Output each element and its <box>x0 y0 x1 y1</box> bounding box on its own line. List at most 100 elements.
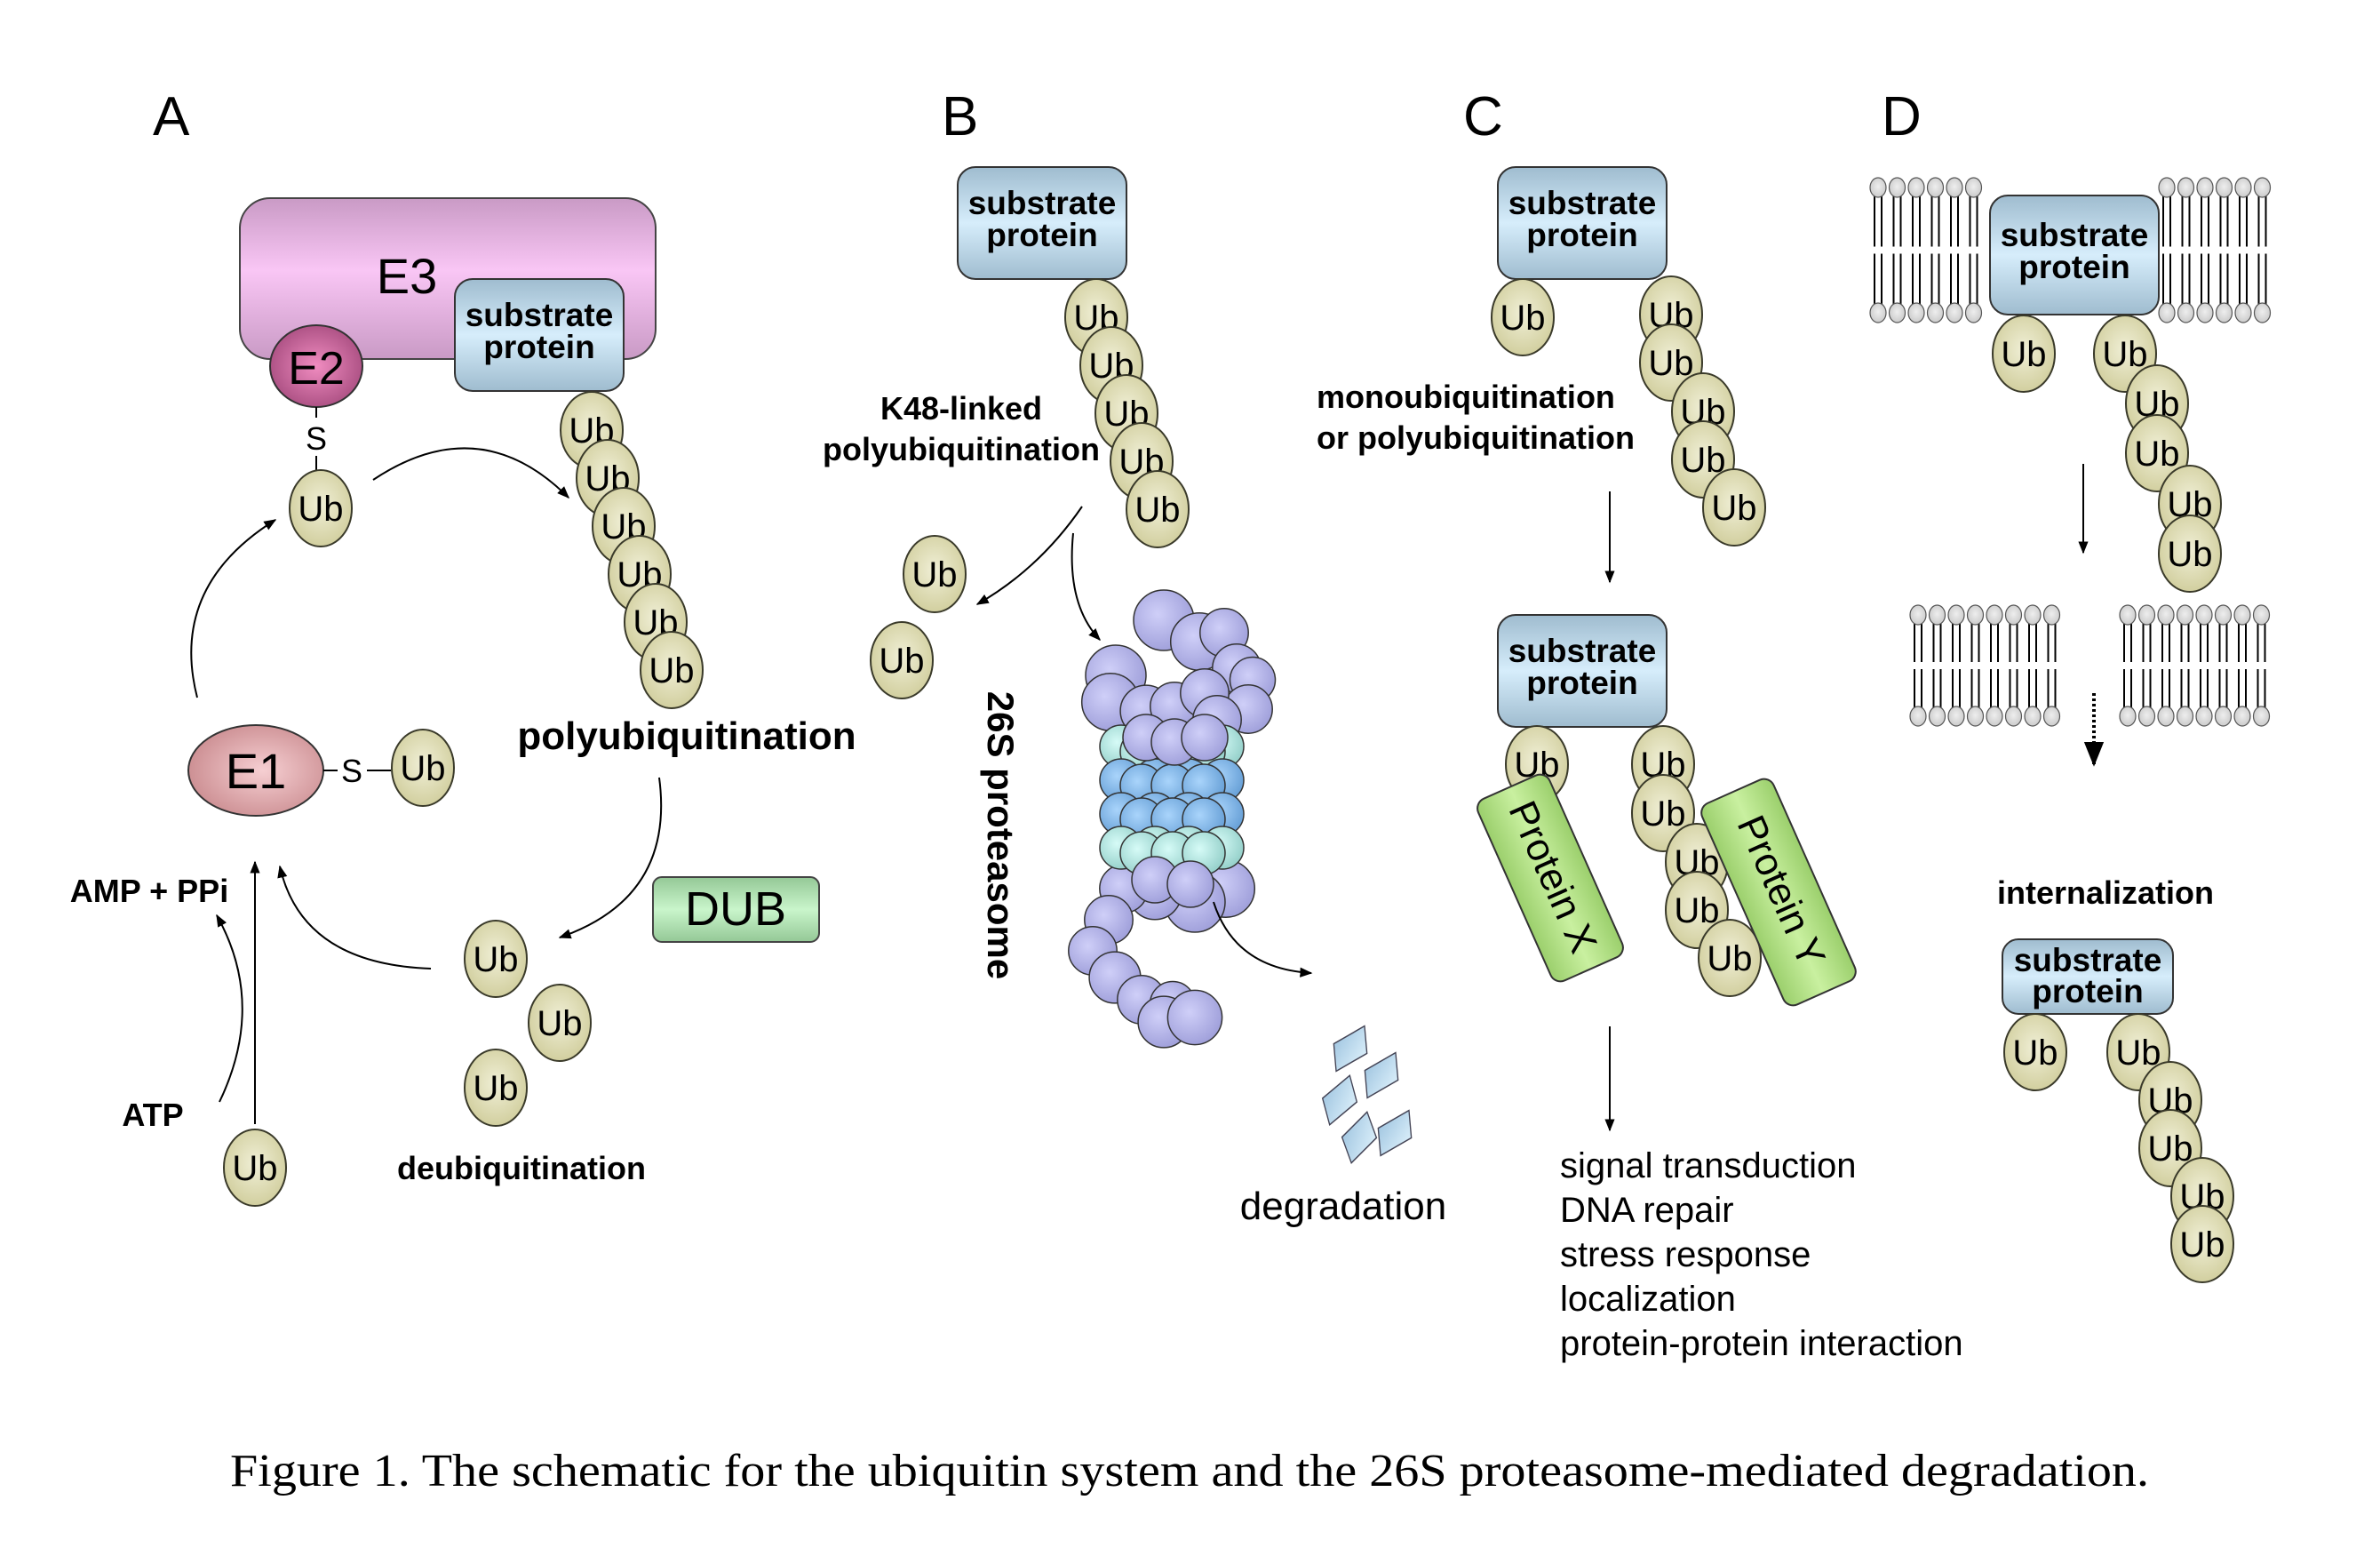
ubiquitin-icon <box>640 631 704 709</box>
ubiquitin-e2-bound: Ub <box>289 469 353 547</box>
lipid-head-icon <box>1888 302 1906 323</box>
ubiquitin-free: Ub <box>223 1129 287 1207</box>
proteasome-label: 26S proteasome <box>980 691 1022 979</box>
ub-label: Ub <box>2001 335 2046 374</box>
mono-poly-label-line2: or polyubiquitination <box>1317 419 1635 456</box>
transfer-arrow <box>372 447 569 499</box>
lipid-head-icon <box>1909 706 1927 727</box>
panel-d: substrate protein Ub Ub Ub Ub Ub Ub inte… <box>1869 177 2272 1283</box>
lipid-head-icon <box>2176 706 2194 727</box>
dub-label: DUB <box>685 882 786 936</box>
protein-x: Protein X <box>1477 773 1624 983</box>
function-item: localization <box>1560 1280 1736 1319</box>
ubiquitin-icon <box>1992 315 2056 393</box>
ub-label: Ub <box>2167 535 2212 574</box>
degradation-arrow <box>1213 901 1313 977</box>
e3-label: E3 <box>377 248 438 304</box>
ubiquitin-chain-c: Ub <box>1698 919 1762 997</box>
ubiquitin-chain-b: Ub <box>1126 470 1190 548</box>
panel-label-a: A <box>153 86 190 148</box>
ub-label: Ub <box>879 642 924 681</box>
ub-label: Ub <box>2179 1225 2225 1265</box>
ub-label: Ub <box>2012 1033 2058 1073</box>
ub-label: Ub <box>1680 441 1725 480</box>
membrane-split <box>1909 604 2271 727</box>
lipid-head-icon <box>2252 706 2271 727</box>
ubiquitin-chain-d: Ub <box>2158 515 2222 593</box>
ubiquitin-free: Ub <box>464 920 528 998</box>
substrate-label-line2: protein <box>483 329 594 365</box>
ubiquitin-chain-a: Ub <box>640 631 704 709</box>
substrate-protein-c-top: substrate protein <box>1497 166 1668 280</box>
lipid-head-icon <box>2004 706 2023 727</box>
lipid-head-icon <box>2195 706 2213 727</box>
substrate-label-line1: substrate <box>2014 942 2162 978</box>
lipid-head-icon <box>2214 604 2233 626</box>
lipid-head-icon <box>1947 706 1965 727</box>
panel-b: substrate protein Ub Ub Ub Ub Ub K48-lin… <box>823 166 1446 1228</box>
figure-caption: Figure 1. The schematic for the ubiquiti… <box>230 1446 2149 1496</box>
function-item: DNA repair <box>1560 1191 1734 1230</box>
polyubiquitination-label: polyubiquitination <box>517 714 856 758</box>
lipid-head-icon <box>2253 177 2272 198</box>
lipid-head-icon <box>1907 302 1925 323</box>
ub-label: Ub <box>2147 1129 2193 1169</box>
ubiquitin-mono: Ub <box>1491 278 1555 356</box>
function-item: stress response <box>1560 1235 1811 1274</box>
lipid-head-icon <box>1986 604 2003 626</box>
ubiquitin-mono: Ub <box>2003 1013 2067 1091</box>
amp-ppi-label: AMP + PPi <box>70 873 228 909</box>
ubiquitin-icon <box>903 535 967 613</box>
lipid-head-icon <box>2137 706 2156 727</box>
ub-label: Ub <box>473 1069 518 1108</box>
lipid-head-icon <box>1869 302 1887 323</box>
ubiquitin-icon <box>1491 278 1555 356</box>
substrate-label-line1: substrate <box>466 297 614 333</box>
lipid-head-icon <box>2195 604 2213 626</box>
substrate-protein-d-membrane: substrate protein <box>1989 195 2160 315</box>
substrate-protein-d-internalized: substrate protein <box>2002 938 2174 1015</box>
dub-enzyme <box>652 876 820 943</box>
deubiquitination-label: deubiquitination <box>397 1150 646 1186</box>
lipid-head-icon <box>2024 706 2042 727</box>
substrate-label-line2: protein <box>986 217 1097 253</box>
peptide-fragment-icon <box>1333 1025 1368 1073</box>
peptide-fragment-icon <box>1321 1073 1358 1127</box>
26s-proteasome <box>1068 589 1277 1049</box>
proteasome-subunit <box>1181 714 1229 762</box>
panel-a: E3 substrate protein E2 S Ub Ub Ub Ub Ub… <box>70 197 856 1207</box>
lipid-head-icon <box>2234 302 2252 323</box>
lipid-head-icon <box>1909 604 1927 626</box>
lipid-head-icon <box>2176 604 2194 626</box>
ub-label: Ub <box>473 940 518 979</box>
e2-label: E2 <box>288 343 345 395</box>
panel-label-d: D <box>1882 86 1922 148</box>
lipid-head-icon <box>1926 302 1945 323</box>
lipid-head-icon <box>2004 604 2023 626</box>
lipid-head-icon <box>1888 177 1906 198</box>
ubiquitin-mono: Ub <box>1992 315 2056 393</box>
recycle-arrow <box>277 865 432 969</box>
ub-label: Ub <box>1674 891 1719 930</box>
lipid-head-icon <box>2137 604 2156 626</box>
lipid-head-icon <box>1964 177 1983 198</box>
lipid-head-icon <box>1966 706 1985 727</box>
lipid-head-icon <box>2196 302 2214 323</box>
lipid-head-icon <box>2234 177 2252 198</box>
substrate-label-line2: protein <box>2032 973 2143 1009</box>
lipid-head-icon <box>1869 177 1887 198</box>
ubiquitin-icon <box>1698 919 1762 997</box>
thioester-s-e2: S <box>306 420 327 457</box>
lipid-head-icon <box>1928 706 1946 727</box>
deubiquitination-arrow <box>558 777 663 939</box>
function-item: protein-protein interaction <box>1560 1324 1963 1363</box>
ubiquitin-released: Ub <box>903 535 967 613</box>
lipid-head-icon <box>1946 302 1963 323</box>
function-item: signal transduction <box>1560 1146 1857 1185</box>
panel-c: substrate protein Ub Ub Ub Ub Ub Ub mono… <box>1317 166 1963 1363</box>
membrane-intact <box>1869 177 2272 323</box>
ub-label: Ub <box>537 1004 582 1043</box>
substrate-protein-b: substrate protein <box>957 166 1127 280</box>
